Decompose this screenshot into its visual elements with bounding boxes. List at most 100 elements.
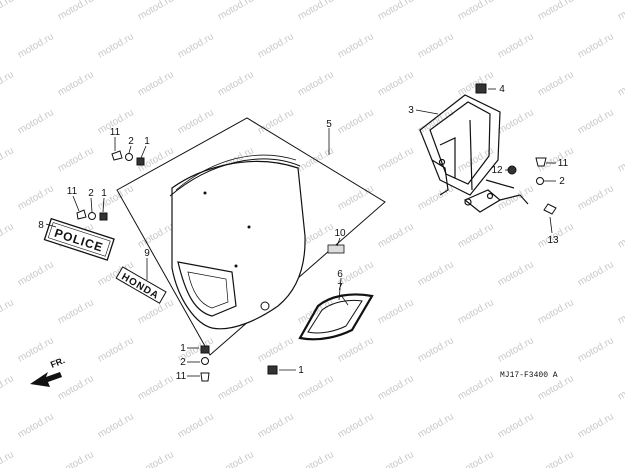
watermark-text: motod.ru: [56, 449, 96, 468]
callout-3: 3: [408, 105, 414, 116]
watermark-text: motod.ru: [336, 31, 376, 60]
callout-9: 9: [144, 248, 150, 259]
watermark-text: motod.ru: [376, 221, 416, 250]
watermark-text: motod.ru: [176, 411, 216, 440]
callout-labels: 1 2 11 11 2 1 8 9 5 10 6 7 3 4 12 11 2 1…: [38, 84, 568, 382]
watermark-text: motod.ru: [16, 259, 56, 288]
watermark-text: motod.ru: [536, 297, 576, 326]
callout-11: 11: [67, 186, 78, 197]
emblem-plate: [327, 244, 345, 254]
watermark-text: motod.ru: [136, 297, 176, 326]
diagram-code: MJ17-F3400 A: [500, 371, 558, 380]
callout-2: 2: [128, 136, 134, 147]
watermark-text: motod.ru: [616, 373, 625, 402]
watermark-text: motod.ru: [336, 335, 376, 364]
watermark-text: motod.ru: [376, 373, 416, 402]
watermark-text: motod.ru: [456, 373, 496, 402]
callout-6: 6: [337, 269, 343, 280]
watermark-text: motod.ru: [296, 373, 336, 402]
watermark-text: motod.ru: [56, 69, 96, 98]
watermark-text: motod.ru: [0, 373, 16, 402]
police-decal: POLICE: [43, 217, 115, 261]
watermark-text: motod.ru: [0, 145, 16, 174]
leader-lines: [45, 88, 556, 377]
watermark-text: motod.ru: [296, 69, 336, 98]
watermark-text: motod.ru: [96, 411, 136, 440]
watermark-text: motod.ru: [56, 145, 96, 174]
watermark-text: motod.ru: [296, 449, 336, 468]
watermark-text: motod.ru: [256, 31, 296, 60]
watermark-text: motod.ru: [576, 335, 616, 364]
watermark-text: motod.ru: [536, 69, 576, 98]
watermark-text: motod.ru: [56, 297, 96, 326]
direction-label: FR.: [49, 355, 66, 370]
watermark-text: motod.ru: [416, 411, 456, 440]
callout-8: 8: [38, 220, 44, 231]
watermark-text: motod.ru: [376, 449, 416, 468]
watermark-text: motod.ru: [56, 0, 96, 23]
watermark-text: motod.ru: [336, 183, 376, 212]
watermark-text: motod.ru: [616, 0, 625, 23]
watermark-text: motod.ru: [96, 31, 136, 60]
fairing-stay-bracket: [419, 94, 529, 213]
watermark-text: motod.ru: [0, 449, 16, 468]
watermark-text: motod.ru: [496, 183, 536, 212]
callout-1: 1: [180, 343, 186, 354]
watermark-text: motod.ru: [496, 259, 536, 288]
callout-1: 1: [298, 365, 304, 376]
watermark-text: motod.ru: [416, 31, 456, 60]
watermark-text: motod.ru: [256, 411, 296, 440]
watermark-text: motod.ru: [136, 0, 176, 23]
watermark-text: motod.ru: [336, 411, 376, 440]
watermark-text: motod.ru: [576, 411, 616, 440]
watermark-text: motod.ru: [616, 221, 625, 250]
watermark-text: motod.ru: [416, 183, 456, 212]
watermark-text: motod.ru: [496, 107, 536, 136]
watermark-text: motod.ru: [176, 31, 216, 60]
watermark-text: motod.ru: [616, 69, 625, 98]
callout-5: 5: [326, 119, 332, 130]
watermark-text: motod.ru: [576, 259, 616, 288]
watermark-text: motod.ru: [416, 107, 456, 136]
callout-12: 12: [491, 165, 503, 176]
watermark-text: motod.ru: [176, 107, 216, 136]
watermark-text: motod.ru: [456, 0, 496, 23]
watermark-text: motod.ru: [576, 31, 616, 60]
fairing-cowl: [169, 154, 306, 330]
watermark-text: motod.ru: [376, 0, 416, 23]
watermark-text: motod.ru: [296, 0, 336, 23]
callout-7: 7: [337, 282, 343, 293]
watermark-text: motod.ru: [0, 221, 16, 250]
watermark-text: motod.ru: [136, 69, 176, 98]
callout-1: 1: [101, 188, 107, 199]
callout-13: 13: [547, 235, 559, 246]
watermark-text: motod.ru: [616, 449, 625, 468]
callout-2: 2: [180, 357, 186, 368]
front-direction-arrow: FR.: [30, 355, 66, 387]
watermark-text: motod.ru: [0, 297, 16, 326]
watermark-text: motod.ru: [216, 373, 256, 402]
watermark-text: motod.ru: [136, 221, 176, 250]
callout-11: 11: [176, 371, 187, 382]
fairing-group-outline: [116, 117, 386, 356]
watermark-text: motod.ru: [0, 69, 16, 98]
honda-decal: HONDA: [115, 266, 167, 304]
watermark-text: motod.ru: [416, 335, 456, 364]
watermark-text: motod.ru: [576, 183, 616, 212]
watermark-text: motod.ru: [376, 145, 416, 174]
watermark-text: motod.ru: [256, 335, 296, 364]
watermark-text: motod.ru: [16, 183, 56, 212]
watermark-text: motod.ru: [496, 31, 536, 60]
watermark-text: motod.ru: [96, 335, 136, 364]
watermark-text: motod.ru: [376, 297, 416, 326]
callout-11: 11: [558, 158, 569, 169]
watermark-text: motod.ru: [496, 335, 536, 364]
callout-11: 11: [110, 127, 121, 138]
watermark-text: motod.ru: [416, 259, 456, 288]
watermark-text: motod.ru: [456, 221, 496, 250]
side-trim-panel: [298, 293, 374, 341]
headlight-opening: [177, 261, 237, 317]
watermark-text: motod.ru: [16, 31, 56, 60]
watermark-text: motod.ru: [216, 69, 256, 98]
watermark-text: motod.ru: [456, 449, 496, 468]
